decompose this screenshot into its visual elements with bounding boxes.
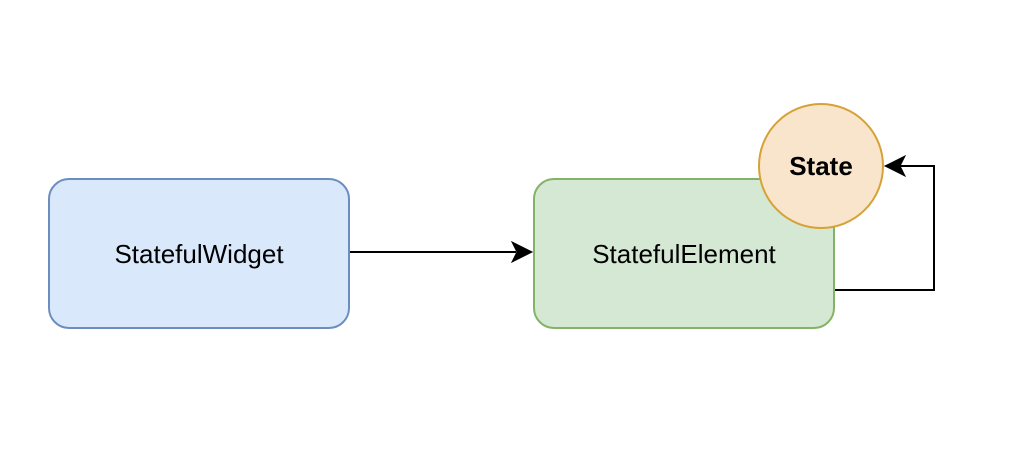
edge-element-to-state-arrowhead (883, 154, 907, 178)
edge-widget-to-element-arrowhead (510, 240, 534, 264)
stateful-widget-node[interactable]: StatefulWidget (48, 178, 350, 329)
stateful-element-node[interactable]: StatefulElement (533, 178, 835, 329)
stateful-widget-box (48, 178, 350, 329)
stateful-widget-label: StatefulWidget (114, 239, 284, 269)
state-label: State (789, 151, 853, 181)
edge-widget-to-element (350, 240, 534, 264)
state-circle (758, 103, 884, 229)
edge-element-to-state (835, 154, 935, 291)
stateful-element-label: StatefulElement (592, 239, 776, 269)
stateful-element-box (533, 178, 835, 329)
state-node[interactable]: State (758, 103, 884, 229)
edge-element-to-state-line (835, 165, 935, 291)
